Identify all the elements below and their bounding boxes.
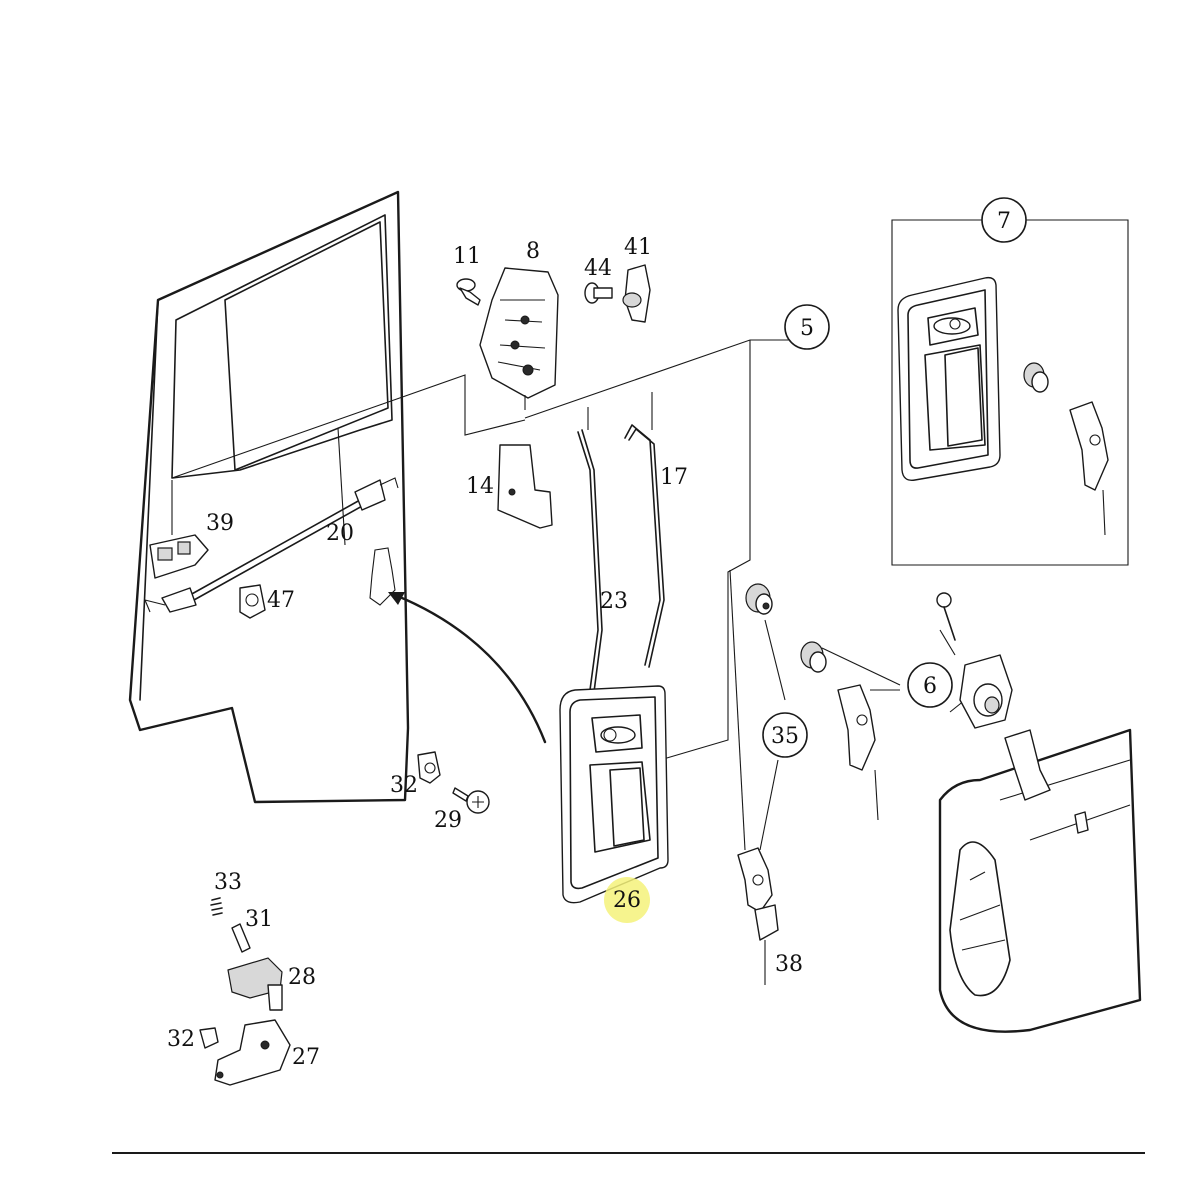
inset-cylinder-7 (1023, 362, 1049, 393)
label-8: 8 (526, 239, 540, 264)
screw-11 (456, 278, 481, 306)
pin-31 (231, 923, 251, 953)
label-35: 35 (771, 724, 799, 749)
label-20: 20 (326, 521, 354, 546)
grommet-32-lower (199, 1027, 219, 1049)
rod-17 (624, 424, 665, 668)
handle-cover-28 (227, 957, 283, 1011)
cable-20 (144, 477, 399, 613)
label-29: 29 (434, 808, 462, 833)
lock-cylinder-35 (745, 583, 773, 615)
label-31: 31 (245, 907, 273, 932)
clip-39 (149, 534, 209, 579)
label-32-lower: 32 (167, 1027, 195, 1052)
door-access-hole (369, 547, 396, 606)
label-7: 7 (997, 209, 1011, 234)
striker-plate-41 (622, 264, 651, 323)
lock-cylinder-6 (800, 641, 827, 673)
plate-14 (497, 444, 553, 529)
inset-key-7 (1069, 401, 1109, 536)
label-41: 41 (624, 235, 652, 260)
label-44: 44 (584, 256, 612, 281)
callout-circle-5 (784, 304, 830, 350)
label-28: 28 (288, 965, 316, 990)
screw-29 (452, 787, 490, 814)
label-11: 11 (453, 244, 481, 269)
callout-circle-7 (981, 197, 1027, 243)
label-26: 26 (613, 888, 641, 913)
label-27: 27 (292, 1045, 320, 1070)
label-6: 6 (923, 674, 937, 699)
door-lock-mechanism (479, 267, 559, 410)
label-32-upper: 32 (390, 773, 418, 798)
label-17: 17 (660, 465, 688, 490)
label-33: 33 (214, 870, 242, 895)
lock-barrel-6 (959, 654, 1013, 729)
rod-23 (577, 429, 603, 693)
label-47: 47 (267, 588, 295, 613)
door-handle-26 (559, 685, 669, 904)
highlight-marker (604, 877, 650, 923)
label-5: 5 (800, 316, 814, 341)
label-23: 23 (600, 589, 628, 614)
clip-47 (239, 584, 266, 619)
key-6 (837, 684, 879, 821)
key-tag-6 (936, 592, 956, 641)
callout-circle-6 (907, 662, 953, 708)
callout-circle-35 (762, 712, 808, 758)
arrow-indicator (388, 592, 547, 744)
label-38: 38 (775, 952, 803, 977)
spring-33 (210, 897, 223, 916)
key-38 (737, 847, 779, 985)
grommet-32-upper (417, 751, 441, 784)
fuel-tank (938, 728, 1142, 1033)
label-39: 39 (206, 511, 234, 536)
bolt-44 (584, 282, 613, 304)
label-14: 14 (466, 474, 494, 499)
inset-handle-7 (897, 276, 1001, 481)
bracket-27 (214, 1019, 291, 1086)
